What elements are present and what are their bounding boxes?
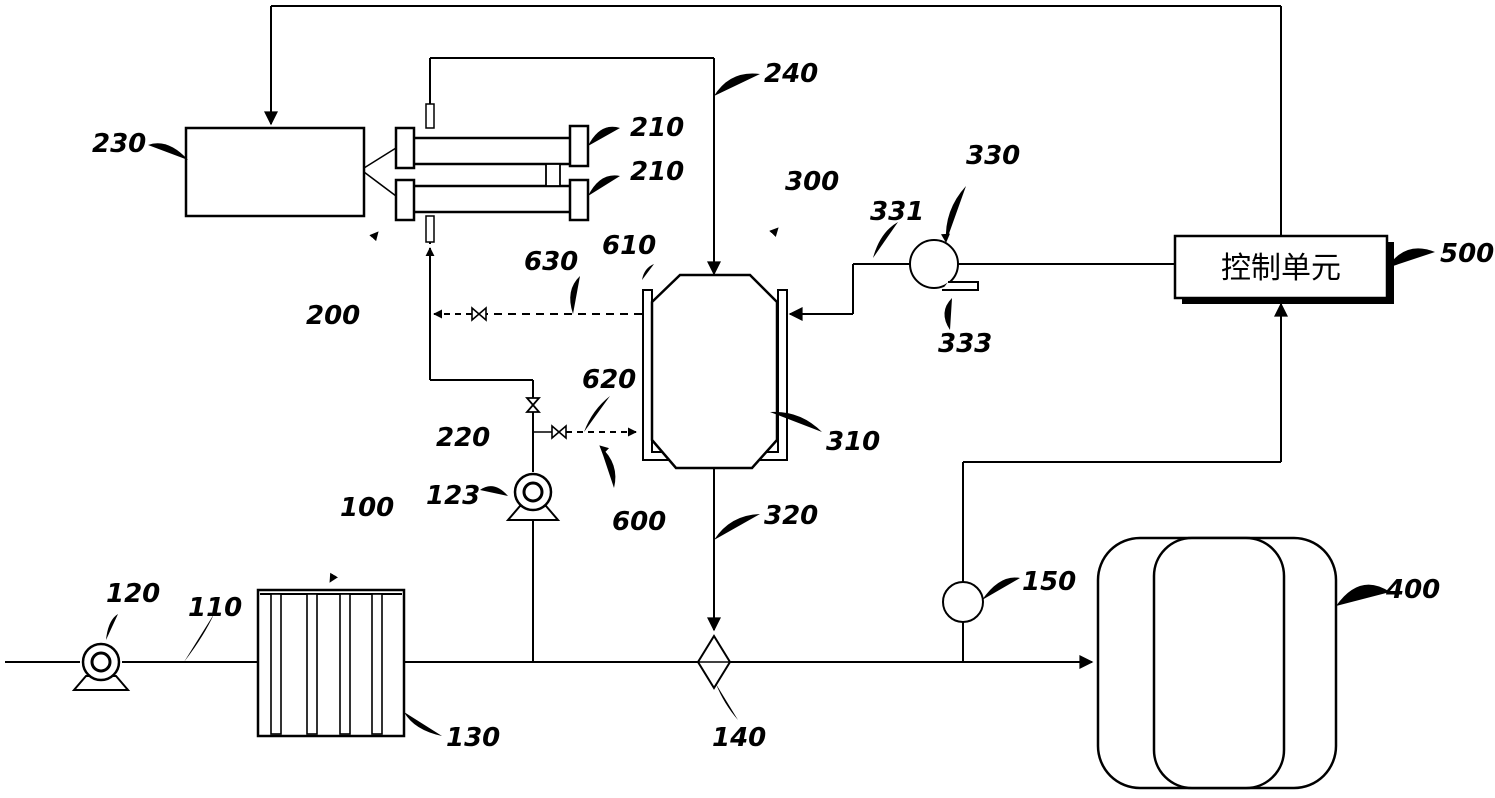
label-210-top: 210	[630, 113, 684, 143]
control-unit-500: 控制单元	[1173, 234, 1394, 304]
valve-220	[525, 397, 541, 413]
label-123: 123	[426, 481, 480, 511]
label-200: 200	[306, 301, 360, 331]
unit-230	[184, 126, 397, 218]
label-110: 110	[188, 593, 242, 623]
label-240: 240	[764, 59, 818, 89]
label-320: 320	[764, 501, 818, 531]
label-100: 100	[340, 493, 394, 523]
line-620	[533, 424, 637, 440]
leader-lines	[106, 73, 1435, 736]
label-400: 400	[1385, 575, 1440, 605]
reactor-300	[642, 273, 788, 470]
filter-140	[696, 634, 732, 690]
label-140: 140	[712, 723, 766, 753]
pump-120	[71, 642, 131, 691]
label-130: 130	[446, 723, 500, 753]
control-unit-text: 控制单元	[1221, 251, 1341, 286]
label-500: 500	[1440, 239, 1494, 269]
line-240	[429, 57, 721, 276]
pump-123	[505, 472, 561, 521]
sensor-line-150	[962, 302, 1288, 662]
unit-100	[256, 588, 406, 738]
modules-210	[394, 103, 590, 243]
label-310: 310	[826, 427, 880, 457]
line-331	[788, 263, 910, 321]
label-220: 220	[436, 423, 490, 453]
label-230: 230	[92, 129, 146, 159]
blower-330	[909, 239, 979, 291]
label-330: 330	[966, 141, 1020, 171]
line-630	[433, 306, 642, 322]
label-331: 331	[870, 197, 924, 227]
label-333: 333	[938, 329, 992, 359]
feedback-line-top	[264, 5, 1282, 236]
label-610: 610	[602, 231, 656, 261]
label-600: 600	[612, 507, 666, 537]
label-120: 120	[106, 579, 160, 609]
label-300: 300	[785, 167, 839, 197]
sensor-150	[942, 581, 984, 623]
tank-400	[1096, 536, 1338, 790]
label-210-bottom: 210	[630, 157, 684, 187]
label-150: 150	[1022, 567, 1076, 597]
label-620: 620	[582, 365, 636, 395]
label-630: 630	[524, 247, 578, 277]
